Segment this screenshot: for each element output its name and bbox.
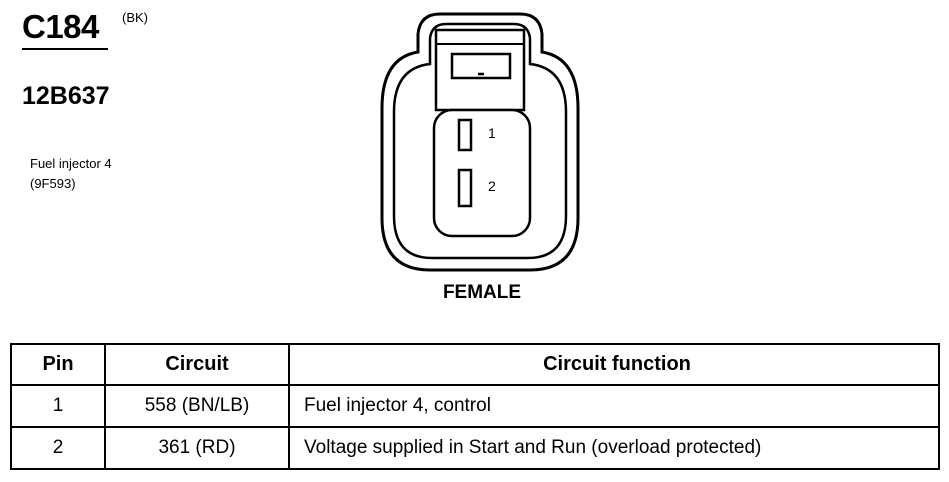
- component-name: Fuel injector 4: [30, 156, 112, 171]
- connector-gender: FEMALE: [442, 282, 522, 303]
- connector-face-drawing: 1 2: [380, 12, 580, 272]
- row-pin: 2: [10, 426, 106, 470]
- header-pin: Pin: [10, 343, 106, 386]
- connector-outer-shell: [380, 12, 580, 272]
- pin-label-2: 2: [488, 178, 496, 194]
- part-number: 12B637: [22, 82, 110, 110]
- header-circuit: Circuit: [104, 343, 290, 386]
- pin-label-1: 1: [488, 125, 496, 141]
- table-row: 1 558 (BN/LB) Fuel injector 4, control: [10, 384, 940, 428]
- connector-id-underline: [22, 48, 108, 50]
- connector-inner-shell: [392, 22, 568, 260]
- terminal-2: [457, 168, 473, 208]
- terminal-1: [457, 118, 473, 152]
- table-row: 2 361 (RD) Voltage supplied in Start and…: [10, 426, 940, 470]
- pinout-table: Pin Circuit Circuit function 1 558 (BN/L…: [10, 343, 940, 470]
- row-circuit: 558 (BN/LB): [104, 384, 290, 428]
- connector-id: C184: [22, 8, 99, 45]
- terminal-cavity-block: [432, 108, 532, 238]
- table-header-row: Pin Circuit Circuit function: [10, 343, 940, 386]
- row-circuit: 361 (RD): [104, 426, 290, 470]
- row-pin: 1: [10, 384, 106, 428]
- row-function: Voltage supplied in Start and Run (overl…: [288, 426, 940, 470]
- header-circuit-function: Circuit function: [288, 343, 940, 386]
- connector-color-code: (BK): [122, 10, 148, 25]
- component-code: (9F593): [30, 176, 76, 191]
- row-function: Fuel injector 4, control: [288, 384, 940, 428]
